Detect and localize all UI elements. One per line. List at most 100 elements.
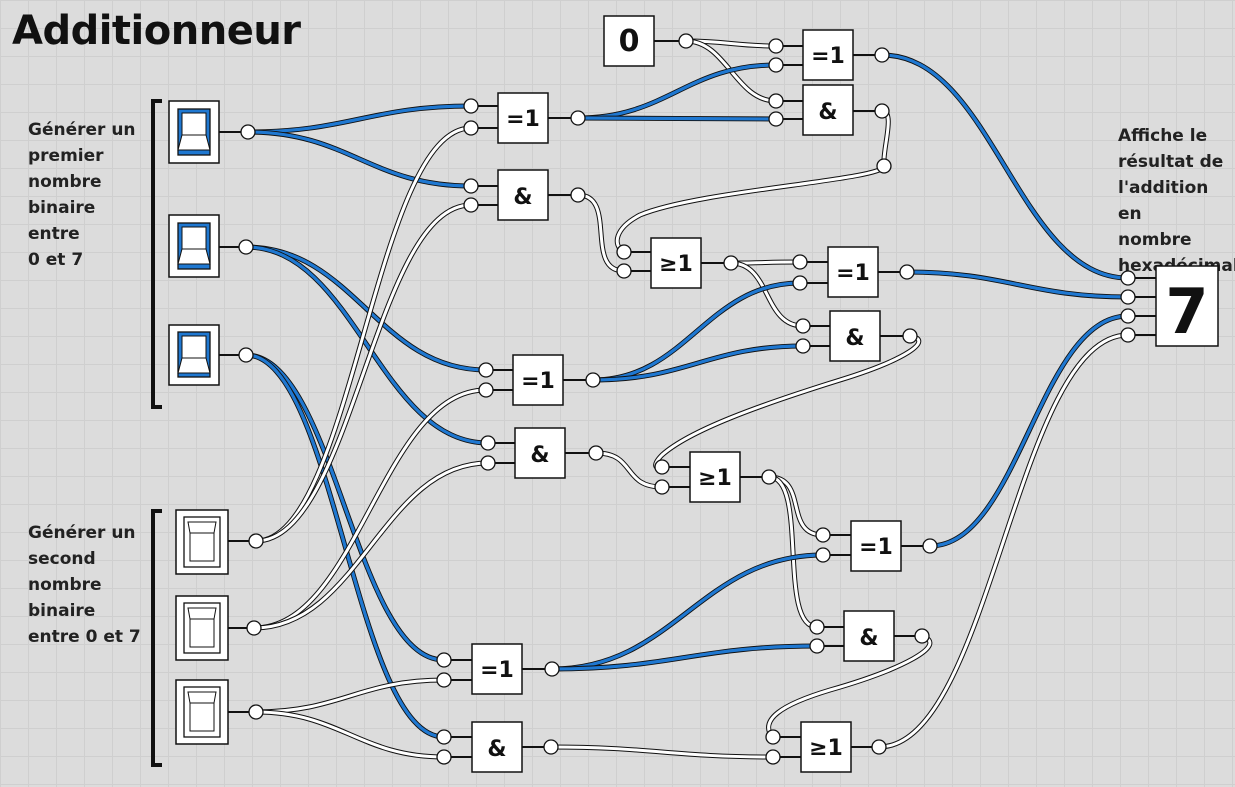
connector-pin-31[interactable] [899,264,915,280]
connector-pin-11[interactable] [463,197,479,213]
wire-or1-and4 [729,261,805,328]
connector-pin-51[interactable] [765,749,781,765]
connector-pin-41[interactable] [809,619,825,635]
wire-xor1-and2 [576,116,778,121]
switch-b1[interactable] [175,595,229,661]
wire-a2-and6 [244,353,446,739]
connector-pin-42[interactable] [809,638,825,654]
connector-pin-7[interactable] [463,98,479,114]
connector-pin-33[interactable] [795,338,811,354]
connector-pin-15[interactable] [874,47,890,63]
switch-a2[interactable] [168,324,220,386]
connector-pin-34[interactable] [902,328,918,344]
connector-pin-2[interactable] [238,347,254,363]
connector-pin-43[interactable] [914,628,930,644]
second-number-label: Générer un second nombre binaire entre 0… [28,523,141,647]
connector-pin-18[interactable] [874,103,890,119]
connector-pin-39[interactable] [815,547,831,563]
switch-b0[interactable] [175,509,229,575]
wire-xor6-and5 [550,644,819,671]
connector-pin-55[interactable] [1120,308,1136,324]
and-gate-3: & [514,427,566,479]
switch-a0[interactable] [168,100,220,164]
connector-pin-24[interactable] [478,382,494,398]
connector-pin-47[interactable] [436,729,452,745]
and-gate-1: & [497,169,549,221]
wire-b0-and1 [254,203,473,543]
or-gate-3: ≥1 [800,721,852,773]
connector-pin-28[interactable] [588,445,604,461]
connector-pin-19[interactable] [876,158,892,174]
connector-pin-4[interactable] [246,620,262,636]
connector-pin-46[interactable] [544,661,560,677]
connector-pin-9[interactable] [570,110,586,126]
connector-pin-32[interactable] [795,318,811,334]
connector-pin-6[interactable] [678,33,694,49]
wire-xor1-xor2 [576,63,778,120]
wire-or2-and5 [767,475,819,629]
connector-pin-36[interactable] [654,479,670,495]
wire-or3-display [877,333,1130,749]
connector-pin-44[interactable] [436,652,452,668]
first-number-label: Générer un premier nombre binaire entre … [28,120,136,270]
and-gate-6: & [471,721,523,773]
connector-pin-14[interactable] [768,57,784,73]
wire-b2-and6 [254,710,446,759]
connector-pin-29[interactable] [792,254,808,270]
xor-gate-5: =1 [850,520,902,572]
connector-pin-49[interactable] [543,739,559,755]
connector-pin-30[interactable] [792,275,808,291]
connector-pin-23[interactable] [478,362,494,378]
connector-pin-52[interactable] [871,739,887,755]
wire-a1-and3 [244,245,490,445]
connector-pin-1[interactable] [238,239,254,255]
connector-pin-48[interactable] [436,749,452,765]
xor-gate-4-label: =1 [836,261,870,286]
connector-pin-10[interactable] [463,178,479,194]
connector-pin-0[interactable] [240,124,256,140]
and-gate-3-label: & [530,443,549,468]
connector-pin-56[interactable] [1120,327,1136,343]
connector-pin-13[interactable] [768,38,784,54]
connector-pin-37[interactable] [761,469,777,485]
connector-pin-45[interactable] [436,672,452,688]
xor-gate-1: =1 [497,92,549,144]
or-gate-2-label: ≥1 [698,466,732,491]
connector-pin-27[interactable] [480,455,496,471]
connector-pin-50[interactable] [765,729,781,745]
wire-xor5-display [928,314,1130,548]
switch-b2[interactable] [175,679,229,745]
connector-pin-53[interactable] [1120,270,1136,286]
connector-pin-40[interactable] [922,538,938,554]
connector-pin-20[interactable] [616,244,632,260]
xor-gate-6-label: =1 [480,658,514,683]
wire-and1-or1 [576,193,626,273]
connector-pin-12[interactable] [570,187,586,203]
or-gate-1: ≥1 [650,237,702,289]
connector-pin-25[interactable] [585,372,601,388]
connector-pin-38[interactable] [815,527,831,543]
wire-xor3-and4 [591,344,805,382]
connector-pin-26[interactable] [480,435,496,451]
connector-pin-3[interactable] [248,533,264,549]
connector-pin-22[interactable] [723,255,739,271]
constant-input-box[interactable]: 0 [603,15,655,67]
second-number-bracket [151,509,162,767]
wire-and5-or3 [767,634,932,739]
switch-a1[interactable] [168,214,220,278]
constant-input-value: 0 [619,24,640,59]
connector-pin-8[interactable] [463,120,479,136]
connector-pin-54[interactable] [1120,289,1136,305]
connector-pin-16[interactable] [768,93,784,109]
connector-pin-21[interactable] [616,263,632,279]
or-gate-2: ≥1 [689,451,741,503]
wire-a2-xor6 [244,353,446,662]
connector-pin-17[interactable] [768,111,784,127]
connector-pin-5[interactable] [248,704,264,720]
xor-gate-2: =1 [802,29,854,81]
wire-and2-or1 [615,109,890,254]
or-gate-1-label: ≥1 [659,252,693,277]
pins-layer [219,33,1156,765]
connector-pin-35[interactable] [654,459,670,475]
